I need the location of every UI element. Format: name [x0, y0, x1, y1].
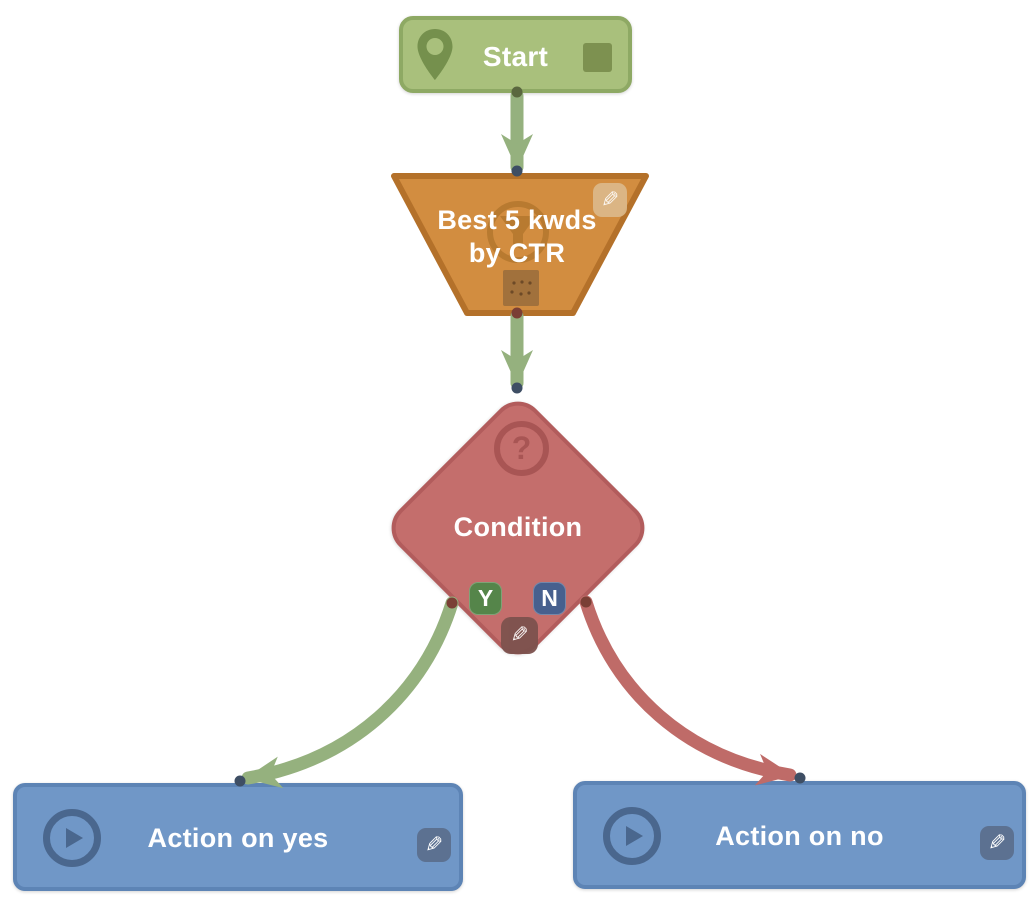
condition-node-label: Condition [453, 512, 583, 542]
pencil-icon: ✎ [424, 832, 444, 858]
branch-yes-badge[interactable]: Y [469, 582, 502, 615]
node-start[interactable]: Start [399, 16, 632, 93]
node-action-yes[interactable]: Action on yes ✎ [13, 783, 463, 891]
edge-condition-no-to-action[interactable] [579, 595, 797, 786]
filter-label-line2: by CTR [468, 238, 566, 268]
play-icon [603, 807, 661, 865]
condition-edit-button[interactable]: ✎ [501, 617, 538, 654]
pencil-icon: ✎ [600, 187, 620, 213]
filter-node-label: Best 5 kwds by CTR [392, 204, 642, 270]
funnel-icon [486, 200, 550, 264]
filter-label-line1: Best 5 kwds [437, 205, 597, 235]
node-action-no[interactable]: Action on no ✎ [573, 781, 1026, 889]
filter-edit-button[interactable]: ✎ [593, 183, 627, 217]
action-no-edit-button[interactable]: ✎ [980, 826, 1014, 860]
start-node-label: Start [482, 41, 549, 72]
pencil-icon: ✎ [987, 830, 1007, 856]
start-status-square [583, 43, 612, 72]
filter-preview-square[interactable] [503, 270, 539, 306]
pencil-icon: ✎ [510, 623, 529, 648]
action-no-label: Action on no [715, 821, 884, 851]
action-yes-edit-button[interactable]: ✎ [417, 828, 451, 862]
branch-no-badge[interactable]: N [533, 582, 566, 615]
question-icon: ? [494, 421, 549, 476]
action-yes-label: Action on yes [147, 823, 329, 853]
location-pin-icon [416, 28, 454, 87]
play-icon [43, 809, 101, 867]
edge-condition-yes-to-action[interactable] [241, 596, 459, 789]
